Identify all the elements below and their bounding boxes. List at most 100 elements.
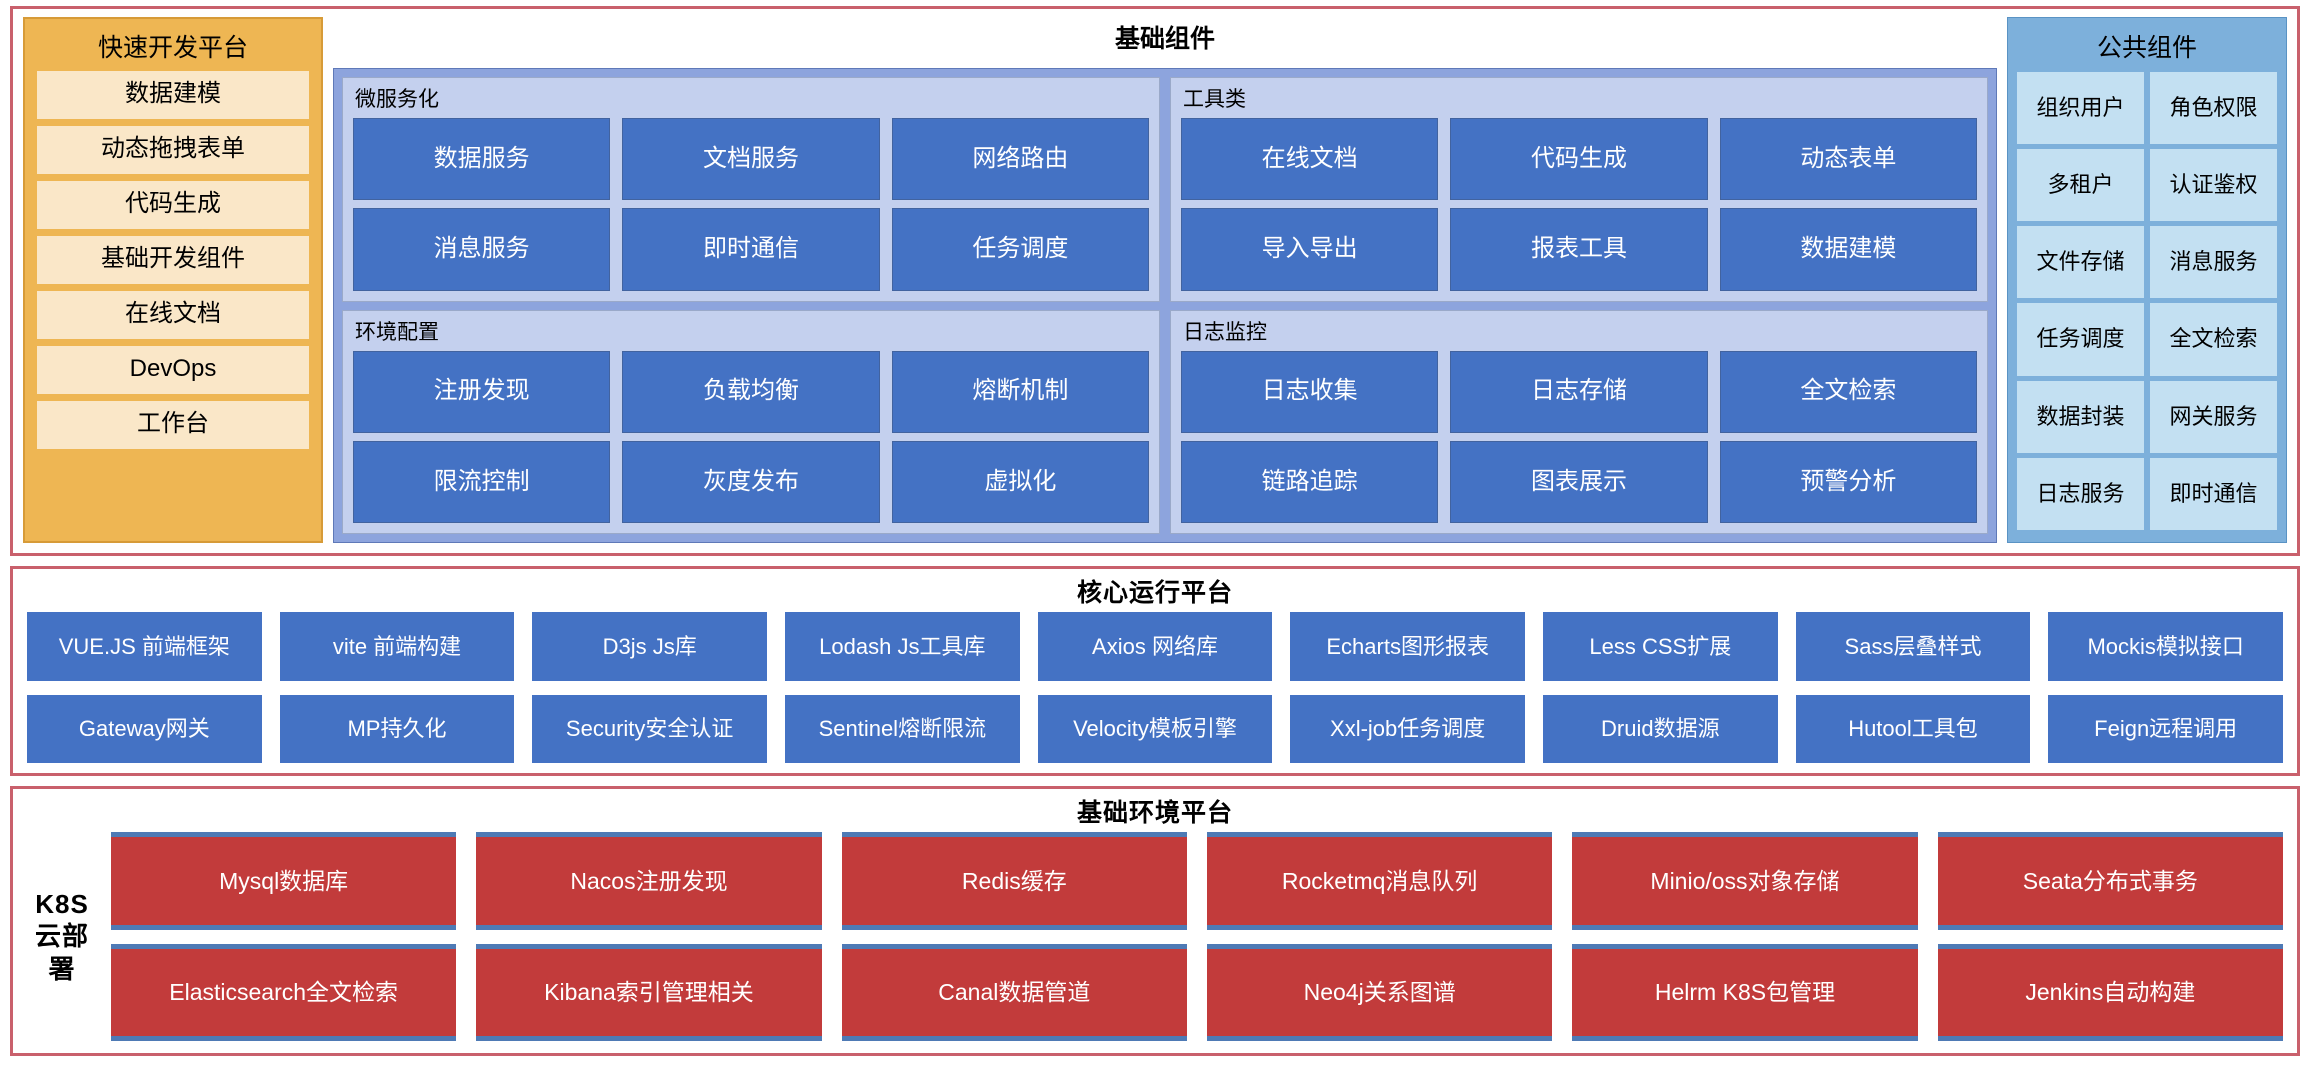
core-cell-velocity[interactable]: Velocity模板引擎	[1037, 694, 1273, 763]
public-cell-file-storage[interactable]: 文件存储	[2017, 226, 2144, 299]
core-cell-hutool[interactable]: Hutool工具包	[1795, 694, 2031, 763]
chip-log-collection[interactable]: 日志收集	[1181, 350, 1439, 433]
rapid-item-dynamic-form[interactable]: 动态拖拽表单	[37, 126, 309, 174]
chip-code-generation[interactable]: 代码生成	[1450, 118, 1708, 201]
core-cell-xxl-job[interactable]: Xxl-job任务调度	[1290, 694, 1525, 763]
chip-import-export[interactable]: 导入导出	[1181, 208, 1439, 291]
public-cell-role-permission[interactable]: 角色权限	[2150, 72, 2277, 145]
basic-components-row-2: 环境配置 注册发现 负载均衡 熔断机制 限流控制 灰度发布 虚拟化	[342, 309, 1988, 534]
rapid-item-data-modeling[interactable]: 数据建模	[37, 71, 309, 119]
group-environment-config: 环境配置 注册发现 负载均衡 熔断机制 限流控制 灰度发布 虚拟化	[342, 309, 1160, 534]
group-microservices-grid: 数据服务 文档服务 网络路由 消息服务 即时通信 任务调度	[353, 118, 1149, 291]
core-cell-gateway[interactable]: Gateway网关	[27, 694, 262, 763]
chip-virtualization[interactable]: 虚拟化	[891, 440, 1149, 523]
core-cell-feign[interactable]: Feign远程调用	[2048, 694, 2283, 763]
core-cell-sass[interactable]: Sass层叠样式	[1795, 612, 2031, 681]
core-cell-axios[interactable]: Axios 网络库	[1037, 612, 1273, 681]
core-cell-security[interactable]: Security安全认证	[532, 694, 767, 763]
env-cell-mysql[interactable]: Mysql数据库	[111, 832, 457, 930]
public-cell-full-text-search[interactable]: 全文检索	[2150, 303, 2277, 376]
group-log-monitoring-grid: 日志收集 日志存储 全文检索 链路追踪 图表展示 预警分析	[1181, 350, 1977, 523]
env-cell-elasticsearch[interactable]: Elasticsearch全文检索	[111, 943, 457, 1041]
public-cell-authentication[interactable]: 认证鉴权	[2150, 149, 2277, 222]
chip-alert-analysis[interactable]: 预警分析	[1719, 440, 1977, 523]
core-runtime-platform-grid: VUE.JS 前端框架 vite 前端构建 D3js Js库 Lodash Js…	[27, 612, 2283, 763]
public-cell-instant-messaging[interactable]: 即时通信	[2150, 457, 2277, 530]
chip-document-service[interactable]: 文档服务	[622, 118, 880, 201]
chip-task-scheduling[interactable]: 任务调度	[891, 208, 1149, 291]
chip-online-docs[interactable]: 在线文档	[1181, 118, 1439, 201]
rapid-item-workbench[interactable]: 工作台	[37, 401, 309, 449]
core-cell-druid[interactable]: Druid数据源	[1543, 694, 1778, 763]
env-cell-canal[interactable]: Canal数据管道	[841, 943, 1187, 1041]
group-environment-config-title: 环境配置	[355, 320, 439, 344]
public-components-title: 公共组件	[2096, 34, 2197, 62]
base-environment-platform-title: 基础环境平台	[1076, 799, 1233, 827]
core-cell-lodash[interactable]: Lodash Js工具库	[785, 612, 1020, 681]
rapid-item-base-dev-components[interactable]: 基础开发组件	[37, 236, 309, 284]
group-tools: 工具类 在线文档 代码生成 动态表单 导入导出 报表工具 数据建模	[1170, 77, 1988, 302]
group-microservices: 微服务化 数据服务 文档服务 网络路由 消息服务 即时通信 任务调度	[342, 77, 1160, 302]
base-environment-platform-grid: Mysql数据库 Nacos注册发现 Redis缓存 Rocketmq消息队列 …	[111, 832, 2283, 1041]
public-components-grid: 组织用户 角色权限 多租户 认证鉴权 文件存储 消息服务 任务调度 全文检索 数…	[2017, 72, 2277, 530]
env-cell-seata[interactable]: Seata分布式事务	[1937, 832, 2283, 930]
chip-message-service[interactable]: 消息服务	[353, 208, 611, 291]
core-cell-mp[interactable]: MP持久化	[279, 694, 515, 763]
group-environment-config-grid: 注册发现 负载均衡 熔断机制 限流控制 灰度发布 虚拟化	[353, 350, 1149, 523]
group-log-monitoring: 日志监控 日志收集 日志存储 全文检索 链路追踪 图表展示 预警分析	[1170, 309, 1988, 534]
top-section: 快速开发平台 数据建模 动态拖拽表单 代码生成 基础开发组件 在线文档 DevO…	[10, 6, 2300, 556]
core-cell-mockis[interactable]: Mockis模拟接口	[2048, 612, 2283, 681]
env-cell-minio-oss[interactable]: Minio/oss对象存储	[1572, 832, 1918, 930]
public-cell-org-user[interactable]: 组织用户	[2017, 72, 2144, 145]
public-cell-message-service[interactable]: 消息服务	[2150, 226, 2277, 299]
core-cell-echarts[interactable]: Echarts图形报表	[1290, 612, 1525, 681]
chip-circuit-breaker[interactable]: 熔断机制	[891, 350, 1149, 433]
chip-full-text-search[interactable]: 全文检索	[1719, 350, 1977, 433]
chip-log-storage[interactable]: 日志存储	[1450, 350, 1708, 433]
group-tools-title: 工具类	[1183, 88, 1246, 111]
public-cell-multi-tenant[interactable]: 多租户	[2017, 149, 2144, 222]
public-components-panel: 公共组件 组织用户 角色权限 多租户 认证鉴权 文件存储 消息服务 任务调度 全…	[2007, 17, 2287, 543]
rapid-development-platform-panel: 快速开发平台 数据建模 动态拖拽表单 代码生成 基础开发组件 在线文档 DevO…	[23, 17, 323, 543]
chip-gray-release[interactable]: 灰度发布	[622, 440, 880, 523]
chip-network-routing[interactable]: 网络路由	[891, 118, 1149, 201]
rapid-item-online-docs[interactable]: 在线文档	[37, 291, 309, 339]
basic-components-row-1: 微服务化 数据服务 文档服务 网络路由 消息服务 即时通信 任务调度	[342, 77, 1988, 302]
env-cell-neo4j[interactable]: Neo4j关系图谱	[1207, 943, 1553, 1041]
group-log-monitoring-title: 日志监控	[1183, 320, 1267, 344]
env-cell-jenkins[interactable]: Jenkins自动构建	[1937, 943, 2283, 1041]
core-cell-d3js[interactable]: D3js Js库	[532, 612, 767, 681]
core-cell-sentinel[interactable]: Sentinel熔断限流	[785, 694, 1020, 763]
chip-rate-limiting[interactable]: 限流控制	[353, 440, 611, 523]
core-cell-less[interactable]: Less CSS扩展	[1543, 612, 1778, 681]
env-cell-kibana[interactable]: Kibana索引管理相关	[476, 943, 822, 1041]
public-cell-task-scheduling[interactable]: 任务调度	[2017, 303, 2144, 376]
public-cell-gateway-service[interactable]: 网关服务	[2150, 380, 2277, 453]
chip-dynamic-form[interactable]: 动态表单	[1719, 118, 1977, 201]
public-cell-log-service[interactable]: 日志服务	[2017, 457, 2144, 530]
chip-registry-discovery[interactable]: 注册发现	[353, 350, 611, 433]
base-environment-platform-body: K8S云部署 Mysql数据库 Nacos注册发现 Redis缓存 Rocket…	[27, 832, 2283, 1041]
public-cell-data-encapsulation[interactable]: 数据封装	[2017, 380, 2144, 453]
env-cell-rocketmq[interactable]: Rocketmq消息队列	[1207, 832, 1553, 930]
rapid-item-devops[interactable]: DevOps	[37, 346, 309, 394]
chip-data-modeling[interactable]: 数据建模	[1719, 208, 1977, 291]
core-cell-vuejs[interactable]: VUE.JS 前端框架	[27, 612, 262, 681]
env-cell-helm[interactable]: Helrm K8S包管理	[1572, 943, 1918, 1041]
core-runtime-platform-title: 核心运行平台	[1076, 579, 1233, 607]
env-cell-nacos[interactable]: Nacos注册发现	[476, 832, 822, 930]
chip-report-tool[interactable]: 报表工具	[1450, 208, 1708, 291]
core-runtime-platform-section: 核心运行平台 VUE.JS 前端框架 vite 前端构建 D3js Js库 Lo…	[10, 566, 2300, 776]
chip-trace-tracking[interactable]: 链路追踪	[1181, 440, 1439, 523]
chip-instant-messaging[interactable]: 即时通信	[622, 208, 880, 291]
rapid-development-platform-title: 快速开发平台	[97, 34, 248, 62]
chip-chart-display[interactable]: 图表展示	[1450, 440, 1708, 523]
chip-data-service[interactable]: 数据服务	[353, 118, 611, 201]
env-cell-redis[interactable]: Redis缓存	[841, 832, 1187, 930]
core-cell-vite[interactable]: vite 前端构建	[279, 612, 515, 681]
chip-load-balancing[interactable]: 负载均衡	[622, 350, 880, 433]
basic-components-title: 基础组件	[1114, 25, 1215, 53]
base-environment-platform-section: 基础环境平台 K8S云部署 Mysql数据库 Nacos注册发现 Redis缓存…	[10, 786, 2300, 1056]
rapid-item-code-generation[interactable]: 代码生成	[37, 181, 309, 229]
